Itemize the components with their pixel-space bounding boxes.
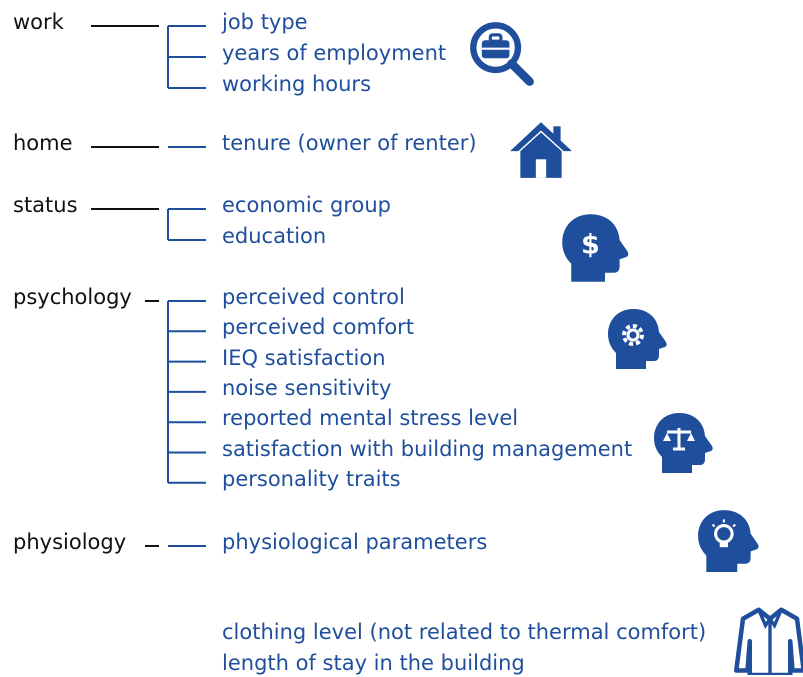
item-label: job type bbox=[222, 10, 308, 34]
head-scales-icon bbox=[652, 411, 716, 475]
item-label: IEQ satisfaction bbox=[222, 345, 386, 370]
item-label: education bbox=[222, 224, 327, 248]
svg-text:$: $ bbox=[581, 230, 600, 261]
item-label: working hours bbox=[222, 72, 372, 96]
item-label: length of stay in the building bbox=[222, 651, 525, 675]
item-label: perceived control bbox=[222, 285, 405, 309]
item-label: clothing level (not related to thermal c… bbox=[222, 620, 707, 644]
item-label: reported mental stress level bbox=[222, 406, 519, 431]
item-label: satisfaction with building management bbox=[222, 436, 633, 461]
item-label: perceived comfort bbox=[222, 315, 415, 340]
head-gear-icon bbox=[606, 307, 670, 371]
item-label: noise sensitivity bbox=[222, 375, 392, 400]
item-label: physiological parameters bbox=[222, 530, 488, 554]
head-lightbulb-icon bbox=[696, 508, 762, 574]
category-label-psychology: psychology bbox=[13, 285, 132, 309]
category-label-status: status bbox=[13, 193, 78, 217]
shirt-icon bbox=[734, 603, 803, 677]
head-dollar-icon: $ bbox=[560, 212, 632, 284]
item-label: personality traits bbox=[222, 466, 401, 491]
item-label: years of employment bbox=[222, 41, 447, 65]
category-label-work: work bbox=[13, 10, 64, 34]
item-label: economic group bbox=[222, 193, 391, 217]
house-icon bbox=[508, 116, 574, 182]
item-label: tenure (owner of renter) bbox=[222, 131, 477, 155]
briefcase-magnifier-icon bbox=[468, 20, 536, 88]
category-label-home: home bbox=[13, 131, 73, 155]
category-label-physiology: physiology bbox=[13, 530, 127, 554]
